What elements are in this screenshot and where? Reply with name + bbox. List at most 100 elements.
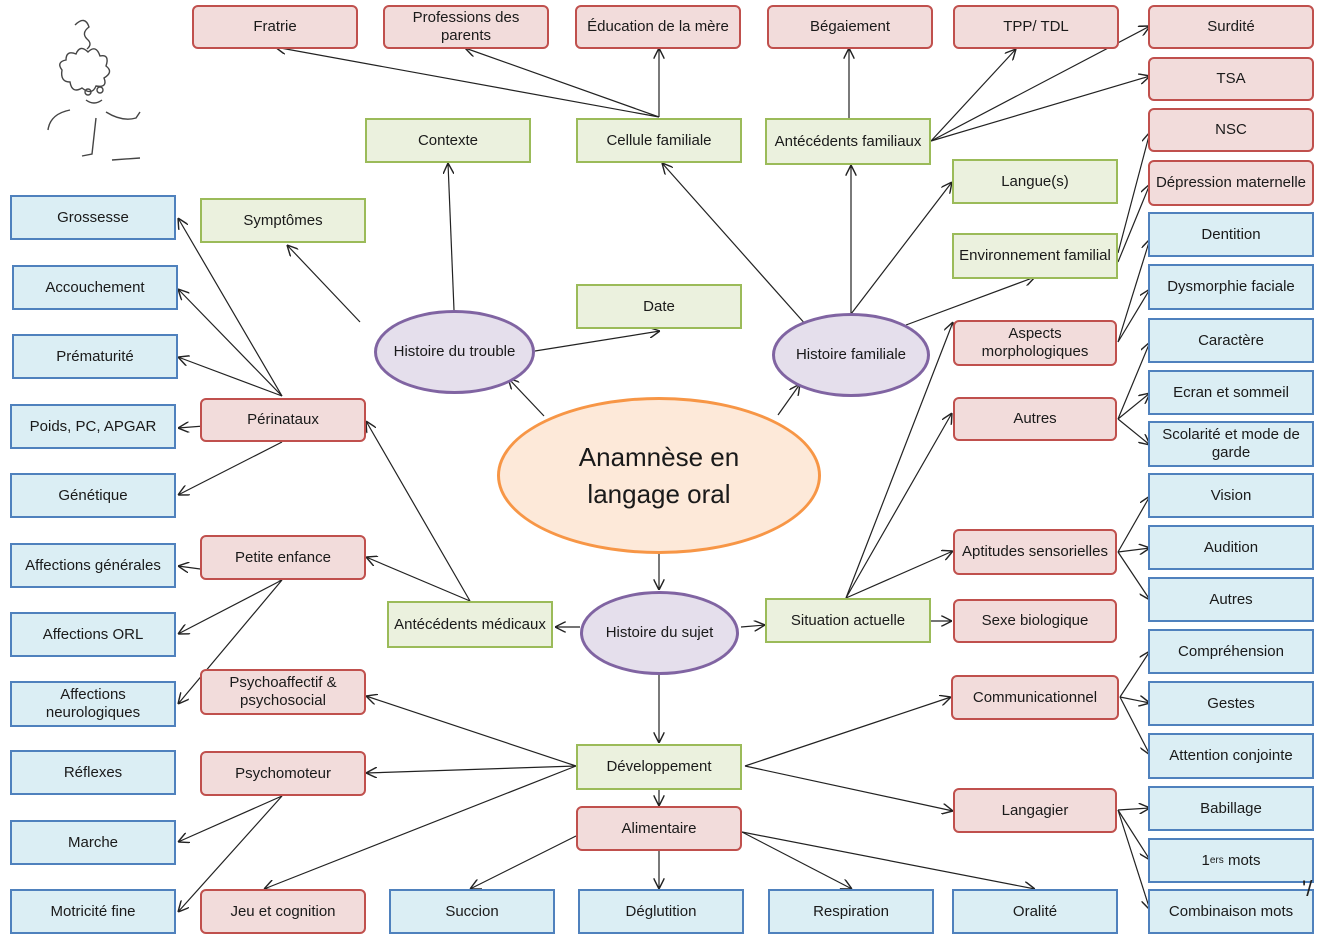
node-succion: Succion — [389, 889, 555, 934]
connector-arrow — [1119, 651, 1150, 698]
node-jeu-cognition: Jeu et cognition — [200, 889, 366, 934]
connector-arrow — [534, 331, 660, 352]
connector-arrow — [366, 421, 471, 602]
node-caractere: Caractère — [1148, 318, 1314, 363]
node-poids-pc-apgar: Poids, PC, APGAR — [10, 404, 176, 449]
connector-arrow — [366, 765, 577, 773]
node-babillage: Babillage — [1148, 786, 1314, 831]
connector-arrow — [845, 322, 953, 599]
node-histoire-trouble: Histoire du trouble — [374, 310, 535, 394]
node-antecedents-familiaux: Antécédents familiaux — [765, 118, 931, 165]
premiers-mots-number: 1 — [1201, 851, 1210, 869]
connector-arrow — [470, 835, 577, 889]
connector-arrow — [1117, 551, 1150, 600]
premiers-mots-superscript: ers — [1209, 854, 1224, 866]
premiers-mots-word: mots — [1223, 851, 1261, 869]
node-affections-neurologiques: Affections neurologiques — [10, 681, 176, 727]
connector-arrow — [1117, 289, 1150, 343]
connector-arrow — [905, 277, 1035, 326]
connector-arrow — [1119, 697, 1150, 703]
connector-arrow — [741, 831, 1035, 889]
node-date: Date — [576, 284, 742, 329]
node-alimentaire: Alimentaire — [576, 806, 742, 851]
connector-arrow — [845, 413, 952, 599]
node-psychomoteur: Psychomoteur — [200, 751, 366, 796]
node-audition: Audition — [1148, 525, 1314, 570]
connector-arrow — [448, 163, 455, 311]
node-contexte: Contexte — [365, 118, 531, 163]
connector-arrow — [366, 557, 471, 602]
connector-arrow — [1117, 418, 1150, 445]
node-aptitudes-sensorielles: Aptitudes sensorielles — [953, 529, 1117, 575]
connector-arrow — [1117, 496, 1150, 553]
node-petite-enfance: Petite enfance — [200, 535, 366, 580]
node-dentition: Dentition — [1148, 212, 1314, 257]
node-scolarite-mode-garde: Scolarité et mode de garde — [1148, 421, 1314, 467]
connector-arrow — [1117, 393, 1150, 420]
connector-arrow — [1117, 132, 1150, 254]
connector-arrow — [178, 357, 283, 397]
connector-arrow — [1117, 342, 1150, 420]
node-histoire-sujet: Histoire du sujet — [580, 591, 739, 675]
connector-arrow — [178, 218, 283, 397]
node-genetique: Génétique — [10, 473, 176, 518]
connector-arrow — [178, 795, 283, 912]
connector-arrow — [178, 795, 283, 842]
connector-arrow — [366, 696, 577, 767]
node-environnement-familial: Environnement familial — [952, 233, 1118, 279]
connector-arrow — [264, 765, 577, 889]
connector-arrow — [740, 625, 765, 627]
node-surdite: Surdité — [1148, 5, 1314, 49]
connector-arrow — [1117, 808, 1150, 810]
connector-arrow — [1117, 809, 1150, 910]
connector-arrow — [287, 245, 361, 323]
connector-arrow — [744, 765, 953, 811]
connector-arrow — [744, 697, 951, 767]
node-begaiement: Bégaiement — [767, 5, 933, 49]
connector-arrow — [178, 579, 283, 704]
node-langagier: Langagier — [953, 788, 1117, 833]
node-nsc: NSC — [1148, 108, 1314, 152]
connector-arrow — [1119, 696, 1150, 755]
node-affections-orl: Affections ORL — [10, 612, 176, 657]
node-cellule-familiale: Cellule familiale — [576, 118, 742, 163]
connector-arrow — [662, 163, 808, 327]
connector-arrow — [178, 441, 283, 495]
node-perinataux: Périnataux — [200, 398, 366, 442]
node-deglutition: Déglutition — [578, 889, 744, 934]
node-communicationnel: Communicationnel — [951, 675, 1119, 720]
node-histoire-familiale: Histoire familiale — [772, 313, 930, 397]
node-central-anamnese: Anamnèse en langage oral — [497, 397, 821, 554]
node-accouchement: Accouchement — [12, 265, 178, 310]
node-developpement: Développement — [576, 744, 742, 790]
node-oralite: Oralité — [952, 889, 1118, 934]
connector-arrow — [777, 384, 800, 416]
node-psychoaffectif-psychosocial: Psychoaffectif & psychosocial — [200, 669, 366, 715]
node-situation-actuelle: Situation actuelle — [765, 598, 931, 643]
connector-arrow — [930, 49, 1016, 142]
node-respiration: Respiration — [768, 889, 934, 934]
node-motricite-fine: Motricité fine — [10, 889, 176, 934]
node-fratrie: Fratrie — [192, 5, 358, 49]
connector-arrow — [1117, 548, 1150, 552]
node-antecedents-medicaux: Antécédents médicaux — [387, 601, 553, 648]
node-comprehension: Compréhension — [1148, 629, 1314, 674]
node-aspects-morphologiques: Aspects morphologiques — [953, 320, 1117, 366]
stray-mark: '/ — [1302, 876, 1313, 901]
node-education-mere: Éducation de la mère — [575, 5, 741, 49]
connector-arrow — [275, 47, 660, 118]
node-tsa: TSA — [1148, 57, 1314, 101]
node-attention-conjointe: Attention conjointe — [1148, 733, 1314, 779]
node-dysmorphie-faciale: Dysmorphie faciale — [1148, 264, 1314, 310]
node-autres-1: Autres — [953, 397, 1117, 441]
connector-arrow — [930, 76, 1150, 142]
node-sexe-biologique: Sexe biologique — [953, 599, 1117, 643]
node-depression-maternelle: Dépression maternelle — [1148, 160, 1314, 206]
connector-arrow — [845, 551, 953, 599]
node-gestes: Gestes — [1148, 681, 1314, 726]
connector-arrow — [1117, 184, 1150, 263]
connector-arrow — [508, 378, 545, 417]
node-symptomes: Symptômes — [200, 198, 366, 243]
